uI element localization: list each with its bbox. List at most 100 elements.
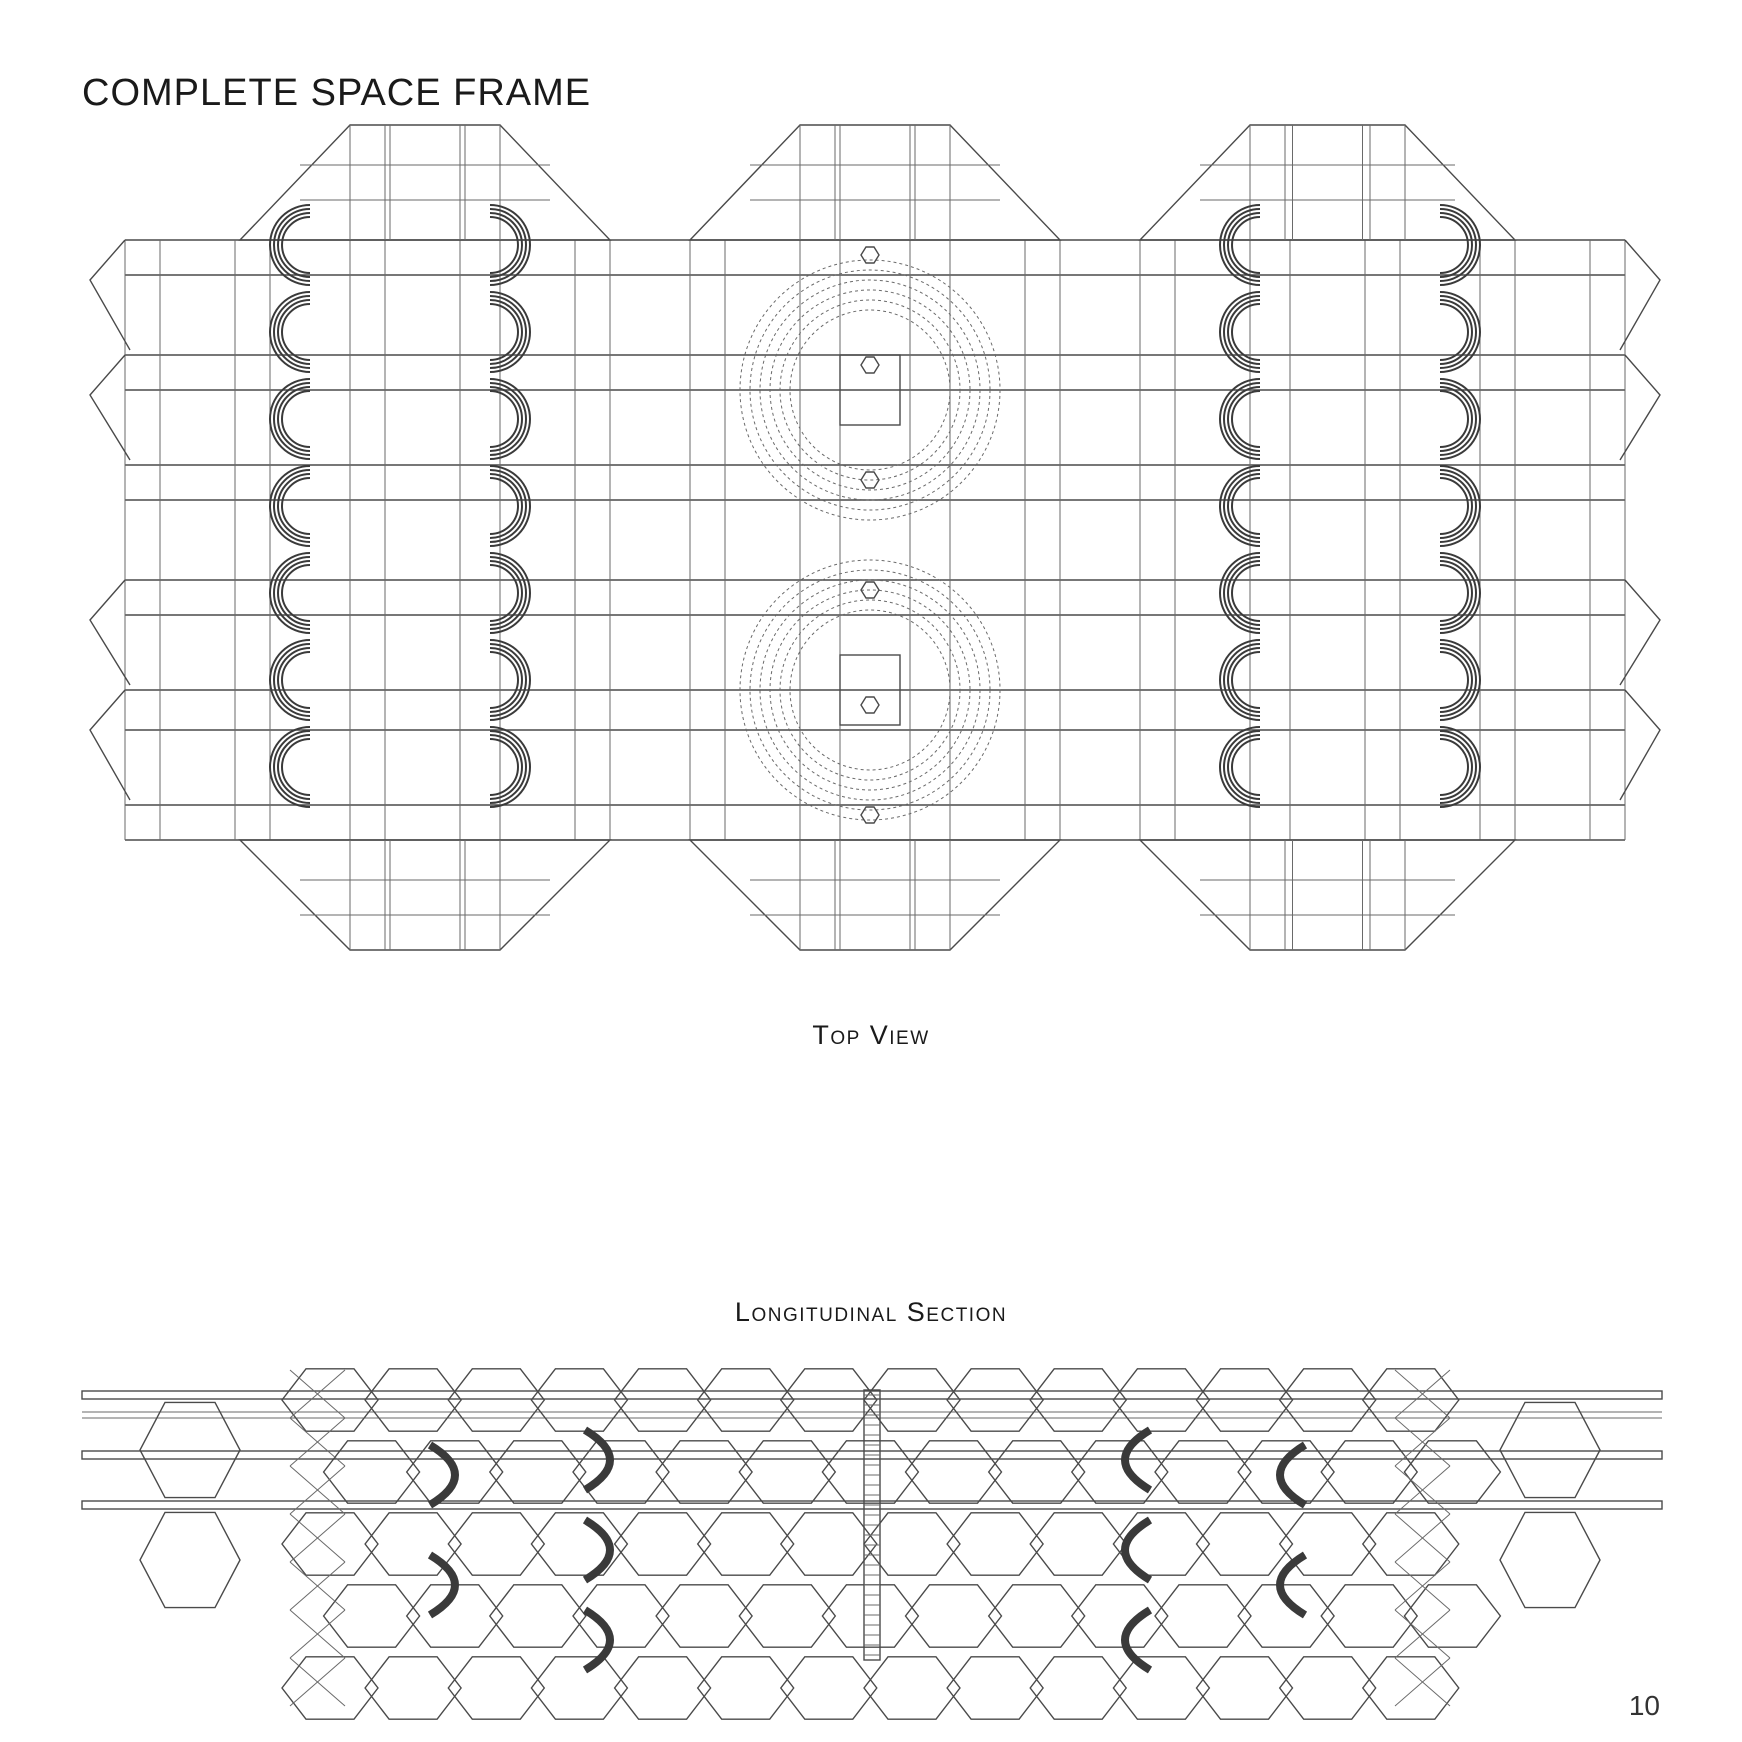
helical-stair [277, 734, 311, 800]
helical-stair [1439, 386, 1473, 452]
helical-stair [489, 378, 531, 460]
helical-stair [1219, 204, 1261, 286]
stair-ramp-edge [429, 1554, 456, 1616]
hex-node [860, 696, 880, 714]
end-brace [1394, 1369, 1451, 1419]
hex-cell [530, 1368, 629, 1432]
hex-cell [738, 1584, 837, 1648]
hex-cell [1195, 1368, 1294, 1432]
hex-node [860, 806, 880, 824]
cantilever-left [89, 689, 131, 801]
hex-cell [1112, 1512, 1211, 1576]
helical-stair [489, 295, 527, 369]
helical-stair [1223, 295, 1261, 369]
helical-stair [489, 477, 519, 535]
helical-stair [489, 552, 531, 634]
helical-stair [1231, 303, 1261, 361]
hex-cell [946, 1368, 1044, 1432]
end-brace [289, 1513, 346, 1563]
helical-stair [1231, 477, 1261, 535]
hex-cell [1278, 1368, 1377, 1432]
helical-stair [1439, 726, 1481, 808]
helical-stair [269, 291, 311, 373]
helical-stair [1219, 552, 1261, 634]
helical-stair [1439, 295, 1477, 369]
hex-cell [364, 1368, 462, 1432]
helical-stair [489, 651, 519, 709]
hex-cell [1320, 1584, 1419, 1648]
helical-stair [1219, 726, 1261, 808]
helical-stair [1227, 473, 1261, 539]
helical-stair [1227, 386, 1261, 452]
hex-cell [447, 1656, 546, 1720]
central-ramp [769, 289, 971, 491]
hex-cell [613, 1368, 712, 1432]
end-brace [1394, 1513, 1451, 1563]
helical-stair [1439, 643, 1477, 717]
helical-stair [1439, 651, 1469, 709]
hex-cell [488, 1584, 587, 1648]
hex-cell [281, 1512, 379, 1576]
hex-cell [821, 1440, 920, 1504]
hex-cell [572, 1440, 670, 1504]
end-brace [1394, 1657, 1451, 1707]
hex-cell [863, 1512, 961, 1576]
hex-cell [904, 1584, 1003, 1648]
helical-stair [489, 303, 519, 361]
stair-ramp-edge [1279, 1444, 1306, 1506]
hex-cell [946, 1512, 1044, 1576]
hex-cell [863, 1368, 961, 1432]
helical-stair [1219, 291, 1261, 373]
helical-stair [1223, 643, 1261, 717]
helical-stair [1439, 465, 1481, 547]
helical-stair [281, 651, 311, 709]
helical-stair [1223, 469, 1261, 543]
helical-stair [1439, 378, 1481, 460]
hex-cell [488, 1440, 587, 1504]
cantilever-right [1619, 239, 1661, 351]
hex-cell [946, 1656, 1044, 1720]
helical-stair [1219, 639, 1261, 721]
central-ramp [759, 579, 981, 801]
hex-cell [1278, 1656, 1377, 1720]
hex-cell [1361, 1656, 1460, 1720]
central-ramp [759, 279, 981, 501]
helical-stair [1439, 647, 1473, 713]
central-ramp [779, 599, 961, 781]
hex-cell [696, 1512, 795, 1576]
helical-stair [281, 477, 311, 535]
stair-ramp-edge [584, 1609, 611, 1671]
longitudinal-section-caption: Longitudinal Section [734, 1297, 1008, 1327]
helical-stair [489, 208, 527, 282]
helical-stair [489, 390, 519, 448]
hex-cell [1320, 1440, 1419, 1504]
hex-cell [405, 1440, 504, 1504]
hex-cell [696, 1656, 795, 1720]
helical-stair [489, 734, 523, 800]
helical-stair [269, 465, 311, 547]
central-ramp [739, 259, 1001, 521]
helical-stair [489, 465, 531, 547]
helical-stair [489, 726, 531, 808]
hex-cell [1154, 1584, 1252, 1648]
page-title: COMPLETE SPACE FRAME [82, 72, 592, 114]
hex-cell [779, 1656, 878, 1720]
hex-cell [1112, 1368, 1211, 1432]
end-brace [289, 1561, 346, 1611]
stair-ramp-edge [429, 1444, 456, 1506]
helical-stair [1227, 647, 1261, 713]
stair-ramp-edge [1124, 1609, 1151, 1671]
cantilever-right [1619, 579, 1661, 686]
helical-stair [1439, 738, 1469, 796]
hex-cell [1361, 1512, 1460, 1576]
central-ramp [779, 299, 961, 481]
helical-stair [273, 382, 311, 456]
helical-stair [1227, 734, 1261, 800]
helical-stair [273, 208, 311, 282]
helical-stair [1439, 303, 1469, 361]
stair-ramp-edge [1279, 1554, 1306, 1616]
helical-stair [269, 639, 311, 721]
central-ramp [749, 569, 991, 811]
helical-stair [489, 647, 523, 713]
helical-stair [1439, 730, 1477, 804]
